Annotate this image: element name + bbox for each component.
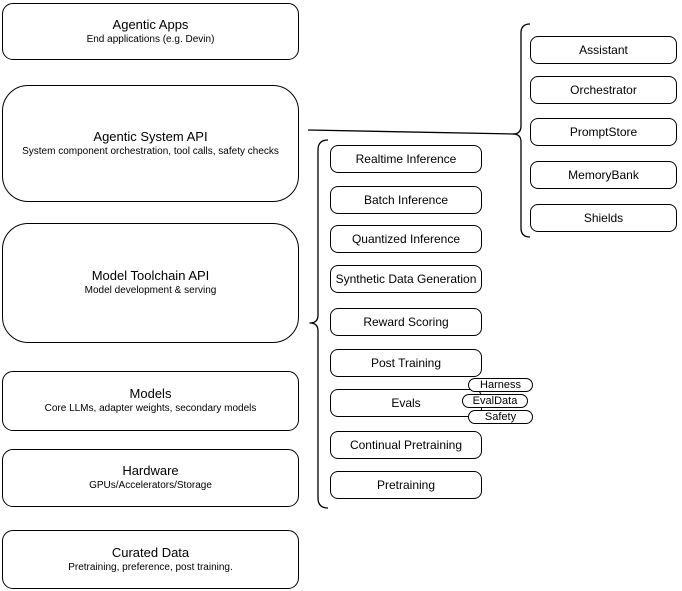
agentic-apps-box: Agentic Apps End applications (e.g. Devi… — [2, 3, 299, 60]
eval-tag-evaldata: EvalData — [462, 394, 528, 408]
service-evals: Evals — [330, 389, 482, 417]
hardware-subtitle: GPUs/Accelerators/Storage — [89, 480, 212, 491]
curated-data-subtitle: Pretraining, preference, post training. — [68, 561, 233, 573]
service-batch-inference: Batch Inference — [330, 186, 482, 214]
curated-data-title: Curated Data — [111, 544, 190, 560]
service-realtime-inference: Realtime Inference — [330, 145, 482, 173]
component-promptstore: PromptStore — [530, 118, 677, 146]
hardware-box: Hardware GPUs/Accelerators/Storage — [2, 449, 299, 507]
model-toolchain-api-box: Model Toolchain API Model development & … — [2, 223, 299, 343]
service-post-training: Post Training — [330, 349, 482, 377]
agentic-apps-subtitle: End applications (e.g. Devin) — [86, 33, 215, 45]
service-synthetic-data-generation: Synthetic Data Generation — [330, 265, 482, 293]
eval-tag-harness: Harness — [468, 378, 533, 392]
curated-data-box: Curated Data Pretraining, preference, po… — [2, 530, 299, 589]
agentic-system-api-subtitle: System component orchestration, tool cal… — [22, 145, 279, 157]
service-continual-pretraining: Continual Pretraining — [330, 431, 482, 459]
component-shields: Shields — [530, 204, 677, 232]
model-toolchain-api-subtitle: Model development & serving — [84, 285, 217, 296]
agentic-system-api-box: Agentic System API System component orch… — [2, 85, 299, 202]
service-reward-scoring: Reward Scoring — [330, 308, 482, 336]
component-memorybank: MemoryBank — [530, 161, 677, 189]
hardware-title: Hardware — [122, 463, 179, 478]
component-assistant: Assistant — [530, 36, 677, 64]
models-subtitle: Core LLMs, adapter weights, secondary mo… — [44, 403, 257, 414]
models-title: Models — [129, 386, 172, 401]
eval-tag-safety: Safety — [468, 410, 533, 424]
system-api-to-components-line — [307, 129, 515, 135]
component-orchestrator: Orchestrator — [530, 76, 677, 104]
toolchain-services-brace — [309, 139, 329, 509]
agentic-system-api-title: Agentic System API — [93, 128, 208, 144]
model-toolchain-api-title: Model Toolchain API — [91, 268, 210, 283]
service-pretraining: Pretraining — [330, 471, 482, 499]
models-box: Models Core LLMs, adapter weights, secon… — [2, 371, 299, 431]
system-components-brace — [512, 23, 531, 238]
agentic-apps-title: Agentic Apps — [112, 16, 189, 32]
service-quantized-inference: Quantized Inference — [330, 225, 482, 253]
